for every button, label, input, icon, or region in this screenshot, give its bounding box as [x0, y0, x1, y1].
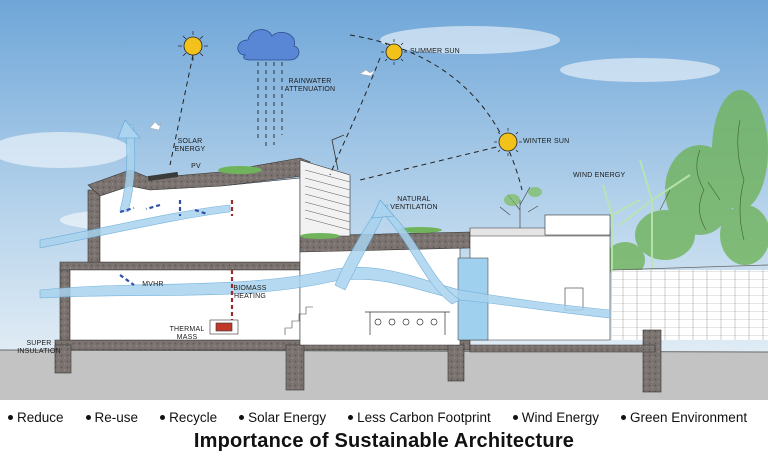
label-natural-ventilation: NATURAL VENTILATION	[390, 196, 438, 211]
label-rainwater-attenuation: RAINWATER ATTENUATION	[284, 78, 336, 93]
bullet-icon	[160, 414, 166, 420]
rain-lines	[257, 62, 283, 150]
legend-label: Recycle	[169, 409, 218, 425]
label-biomass-heating: BIOMASS HEATING	[233, 285, 267, 300]
legend-label: Less Carbon Footprint	[357, 409, 491, 425]
legend-label: Green Environment	[630, 409, 748, 425]
wind-vane	[331, 134, 345, 171]
bullet-icon	[512, 414, 518, 420]
legend-label: Re-use	[94, 409, 139, 425]
label-thermal-mass: THERMAL MASS	[169, 326, 205, 341]
legend-item-less-carbon: Less Carbon Footprint	[348, 410, 491, 425]
legend-label: Solar Energy	[248, 409, 327, 425]
stove	[209, 319, 239, 335]
staircase	[284, 306, 313, 335]
legend-item-reuse: Re-use	[85, 409, 139, 425]
sun-ray-paths	[169, 34, 523, 191]
pv-panel	[147, 171, 179, 182]
label-winter-sun: WINTER SUN	[523, 138, 570, 145]
dining-furniture	[365, 311, 450, 335]
cloud-icon	[237, 29, 300, 61]
legend-label: Wind Energy	[521, 409, 600, 425]
label-pv: PV	[191, 163, 201, 170]
label-summer-sun: SUMMER SUN	[410, 48, 460, 55]
tree-icon	[605, 90, 768, 278]
roof-greenery	[218, 166, 442, 239]
bullet-icon	[348, 414, 354, 420]
heat-arrows	[119, 200, 234, 320]
bullet-icon	[85, 414, 91, 420]
legend-label: Reduce	[17, 409, 64, 425]
ground	[0, 345, 768, 400]
summer-sun-icon	[381, 39, 407, 65]
bullet-icon	[8, 414, 13, 420]
airflow	[39, 124, 611, 319]
tree-sketch	[659, 119, 745, 241]
label-solar-energy: SOLAR ENERGY	[174, 138, 206, 153]
stone-wall	[612, 270, 768, 340]
winter-sun-icon	[494, 128, 522, 156]
legend-item-recycle: Recycle	[160, 410, 217, 425]
label-wind-energy: WIND ENERGY	[573, 172, 626, 179]
legend-bar: Reduce Re-use Recycle Solar Energy Less …	[0, 404, 768, 430]
left-wall	[59, 267, 71, 341]
bullet-icon	[621, 414, 627, 420]
sun-icon	[178, 31, 208, 61]
legend-item-reduce: Reduce	[8, 410, 64, 425]
bird-icon	[149, 69, 376, 131]
label-super-insulation: SUPER INSULATION	[17, 340, 61, 355]
page-title: Importance of Sustainable Architecture	[193, 430, 575, 452]
legend-item-solar-energy: Solar Energy	[239, 410, 326, 425]
house-section-illustration	[0, 0, 768, 400]
legend-item-wind-energy: Wind Energy	[512, 409, 600, 425]
bullet-icon	[239, 414, 245, 420]
label-mvhr: MVHR	[142, 281, 164, 288]
legend-item-green-environment: Green Environment	[621, 410, 747, 425]
